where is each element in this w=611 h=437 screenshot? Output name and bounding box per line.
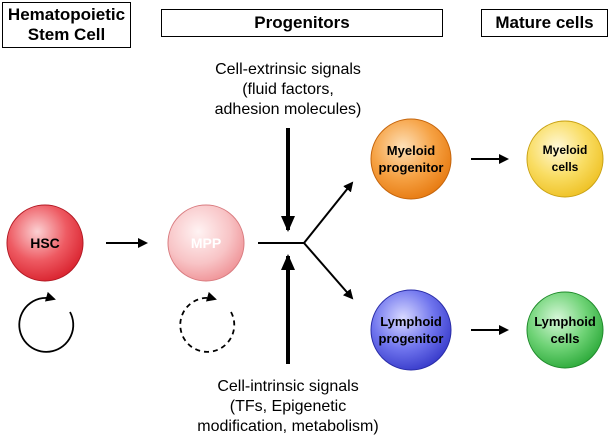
lymphoid-cells-label-line2: cells (550, 331, 580, 346)
mature-cells-header: Mature cells (481, 9, 608, 37)
extrinsic-signals-line3: adhesion molecules) (214, 101, 362, 118)
progenitors-header: Progenitors (161, 9, 443, 37)
lymphoid-progenitor-label-line1: Lymphoid (380, 314, 442, 329)
extrinsic-signals-line1: Cell-extrinsic signals (215, 61, 361, 78)
intrinsic-signals-text: Cell-intrinsic signals (TFs, Epigenetic … (170, 377, 406, 437)
lymphoid-progenitor-label-line2: progenitor (378, 331, 444, 346)
myeloid-progenitor-label-line2: progenitor (378, 160, 444, 175)
mpp-limited-self-renewal-arrow (179, 291, 236, 353)
stem-cell-header-line1: Hematopoietic (7, 5, 126, 24)
lymphoid-progenitor-cell (370, 289, 452, 371)
intrinsic-signals-line3: modification, metabolism) (197, 418, 379, 435)
stem-cell-header: Hematopoietic Stem Cell (2, 2, 131, 48)
lymphoid-cells-label: Lymphoid cells (527, 312, 603, 348)
lymphoid-cells-label-line1: Lymphoid (534, 314, 596, 329)
myeloid-cells-label-line2: cells (551, 160, 579, 174)
extrinsic-signals-text: Cell-extrinsic signals (fluid factors, a… (170, 60, 406, 120)
myeloid-cells-label-line1: Myeloid (542, 143, 588, 157)
hsc-label: HSC (7, 233, 83, 253)
branch-to-lymphoid-arrow (303, 242, 354, 300)
lymphoid-cells-cell (526, 291, 604, 369)
mpp-label-text: MPP (190, 235, 222, 251)
myeloid-progenitor-label: Myeloid progenitor (369, 141, 453, 177)
mpp-cell (167, 204, 245, 282)
myeloid-cells-label: Myeloid cells (527, 141, 603, 177)
myeloid-progenitor-cell (370, 118, 452, 200)
intrinsic-signals-line1: Cell-intrinsic signals (217, 378, 359, 395)
myeloid-progenitor-label-line1: Myeloid (386, 143, 436, 158)
branch-to-myeloid-arrow (303, 181, 354, 244)
hsc-label-text: HSC (30, 235, 60, 251)
mpp-label: MPP (168, 233, 244, 253)
hsc-cell (6, 204, 84, 282)
hsc-self-renewal-arrow (18, 291, 75, 353)
myeloid-cells-cell (526, 120, 604, 198)
extrinsic-signals-line2: (fluid factors, (242, 81, 334, 98)
intrinsic-signals-line2: (TFs, Epigenetic (229, 398, 347, 415)
lymphoid-progenitor-label: Lymphoid progenitor (369, 312, 453, 348)
stem-cell-header-line2: Stem Cell (27, 25, 106, 44)
